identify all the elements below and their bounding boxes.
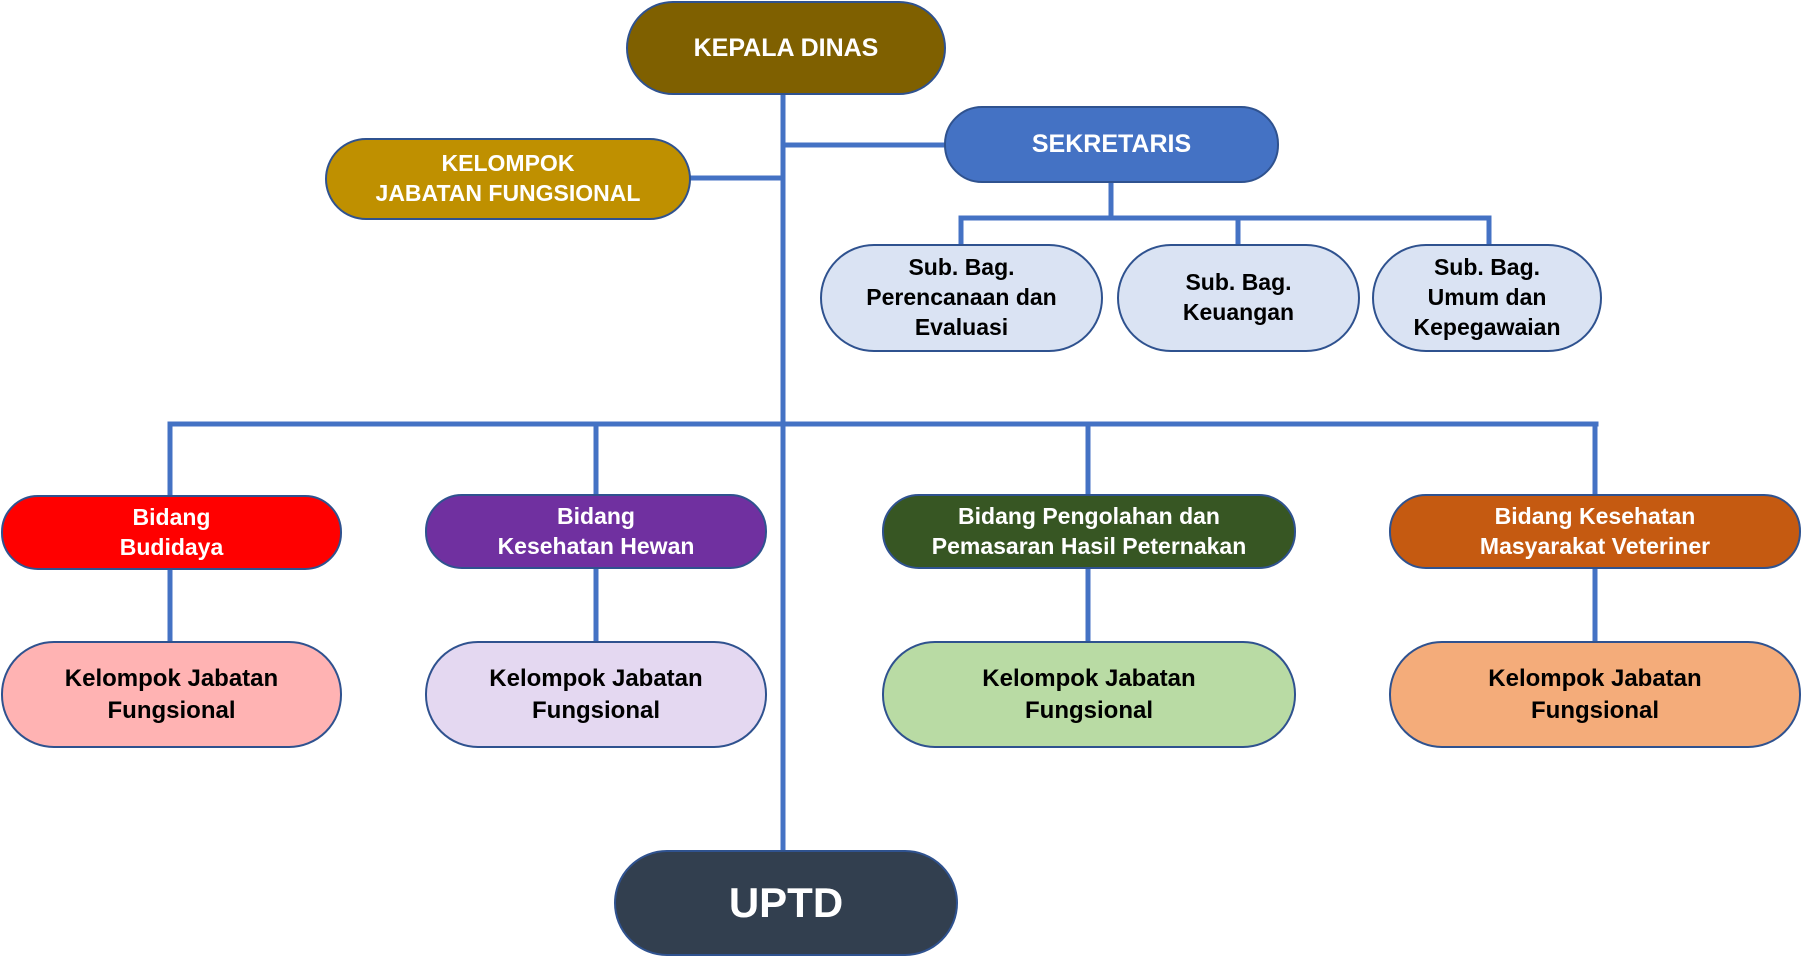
bidang-pengolahan-line-2: Pemasaran Hasil Peternakan <box>931 532 1247 559</box>
bidang-kesehatan-hewan-box: Bidang Kesehatan Hewan <box>425 494 767 569</box>
bidang-pengolahan-line-1: Bidang Pengolahan dan <box>958 502 1220 529</box>
uptd-box: UPTD <box>614 850 958 956</box>
kepala-dinas-box: KEPALA DINAS <box>626 1 946 95</box>
kjf-kesmavet-line-1: Kelompok Jabatan <box>1488 665 1702 693</box>
subbag-keuangan-box: Sub. Bag. Keuangan <box>1117 244 1360 352</box>
kelompok-top-line-2: JABATAN FUNGSIONAL <box>375 180 641 206</box>
kepala-dinas-line-1: KEPALA DINAS <box>693 33 879 62</box>
kjf-pengolahan-line-1: Kelompok Jabatan <box>982 665 1196 693</box>
subbag-perencanaan-line-2: Perencanaan dan <box>866 284 1057 311</box>
bidang-kesehatan-hewan-line-1: Bidang <box>557 502 635 529</box>
bidang-kesehatan-hewan-line-2: Kesehatan Hewan <box>497 532 695 559</box>
kjf-budidaya-line-1: Kelompok Jabatan <box>64 665 279 693</box>
kjf-pengolahan-line-2: Fungsional <box>1025 696 1153 724</box>
bidang-pengolahan-pemasaran-box: Bidang Pengolahan dan Pemasaran Hasil Pe… <box>882 494 1296 569</box>
subbag-umum-box: Sub. Bag. Umum dan Kepegawaian <box>1372 244 1602 352</box>
sekretaris-box: SEKRETARIS <box>944 106 1279 183</box>
kjf-kesehatan-line-1: Kelompok Jabatan <box>489 665 703 693</box>
kjf-kesehatan-line-2: Fungsional <box>532 696 660 724</box>
kelompok-jabatan-fungsional-top-box: KELOMPOK JABATAN FUNGSIONAL <box>325 138 691 220</box>
bidang-budidaya-line-1: Bidang <box>132 503 211 530</box>
bidang-kesmavet-line-1: Bidang Kesehatan <box>1494 502 1696 529</box>
subbag-perencanaan-line-3: Evaluasi <box>914 313 1009 340</box>
subbag-keuangan-line-1: Sub. Bag. <box>1185 269 1292 296</box>
kjf-kesmavet-line-2: Fungsional <box>1531 696 1659 724</box>
kelompok-jabatan-fungsional-pengolahan-box: Kelompok Jabatan Fungsional <box>882 641 1296 748</box>
bidang-kesmavet-box: Bidang Kesehatan Masyarakat Veteriner <box>1389 494 1801 569</box>
sekretaris-line-1: SEKRETARIS <box>1031 130 1192 159</box>
bidang-budidaya-box: Bidang Budidaya <box>1 495 342 570</box>
subbag-perencanaan-line-1: Sub. Bag. <box>908 254 1015 281</box>
subbag-perencanaan-box: Sub. Bag. Perencanaan dan Evaluasi <box>820 244 1103 352</box>
kelompok-jabatan-fungsional-kesmavet-box: Kelompok Jabatan Fungsional <box>1389 641 1801 748</box>
bidang-budidaya-line-2: Budidaya <box>119 533 224 560</box>
subbag-umum-line-3: Kepegawaian <box>1413 313 1561 340</box>
subbag-umum-line-2: Umum dan <box>1427 284 1547 311</box>
subbag-keuangan-line-2: Keuangan <box>1182 299 1295 325</box>
kjf-budidaya-line-2: Fungsional <box>107 696 236 724</box>
uptd-line-1: UPTD <box>728 878 844 926</box>
subbag-umum-line-1: Sub. Bag. <box>1433 254 1541 281</box>
kelompok-jabatan-fungsional-budidaya-box: Kelompok Jabatan Fungsional <box>1 641 342 748</box>
kelompok-jabatan-fungsional-kesehatan-box: Kelompok Jabatan Fungsional <box>425 641 767 748</box>
bidang-kesmavet-line-2: Masyarakat Veteriner <box>1479 532 1711 559</box>
kelompok-top-line-1: KELOMPOK <box>441 150 575 177</box>
